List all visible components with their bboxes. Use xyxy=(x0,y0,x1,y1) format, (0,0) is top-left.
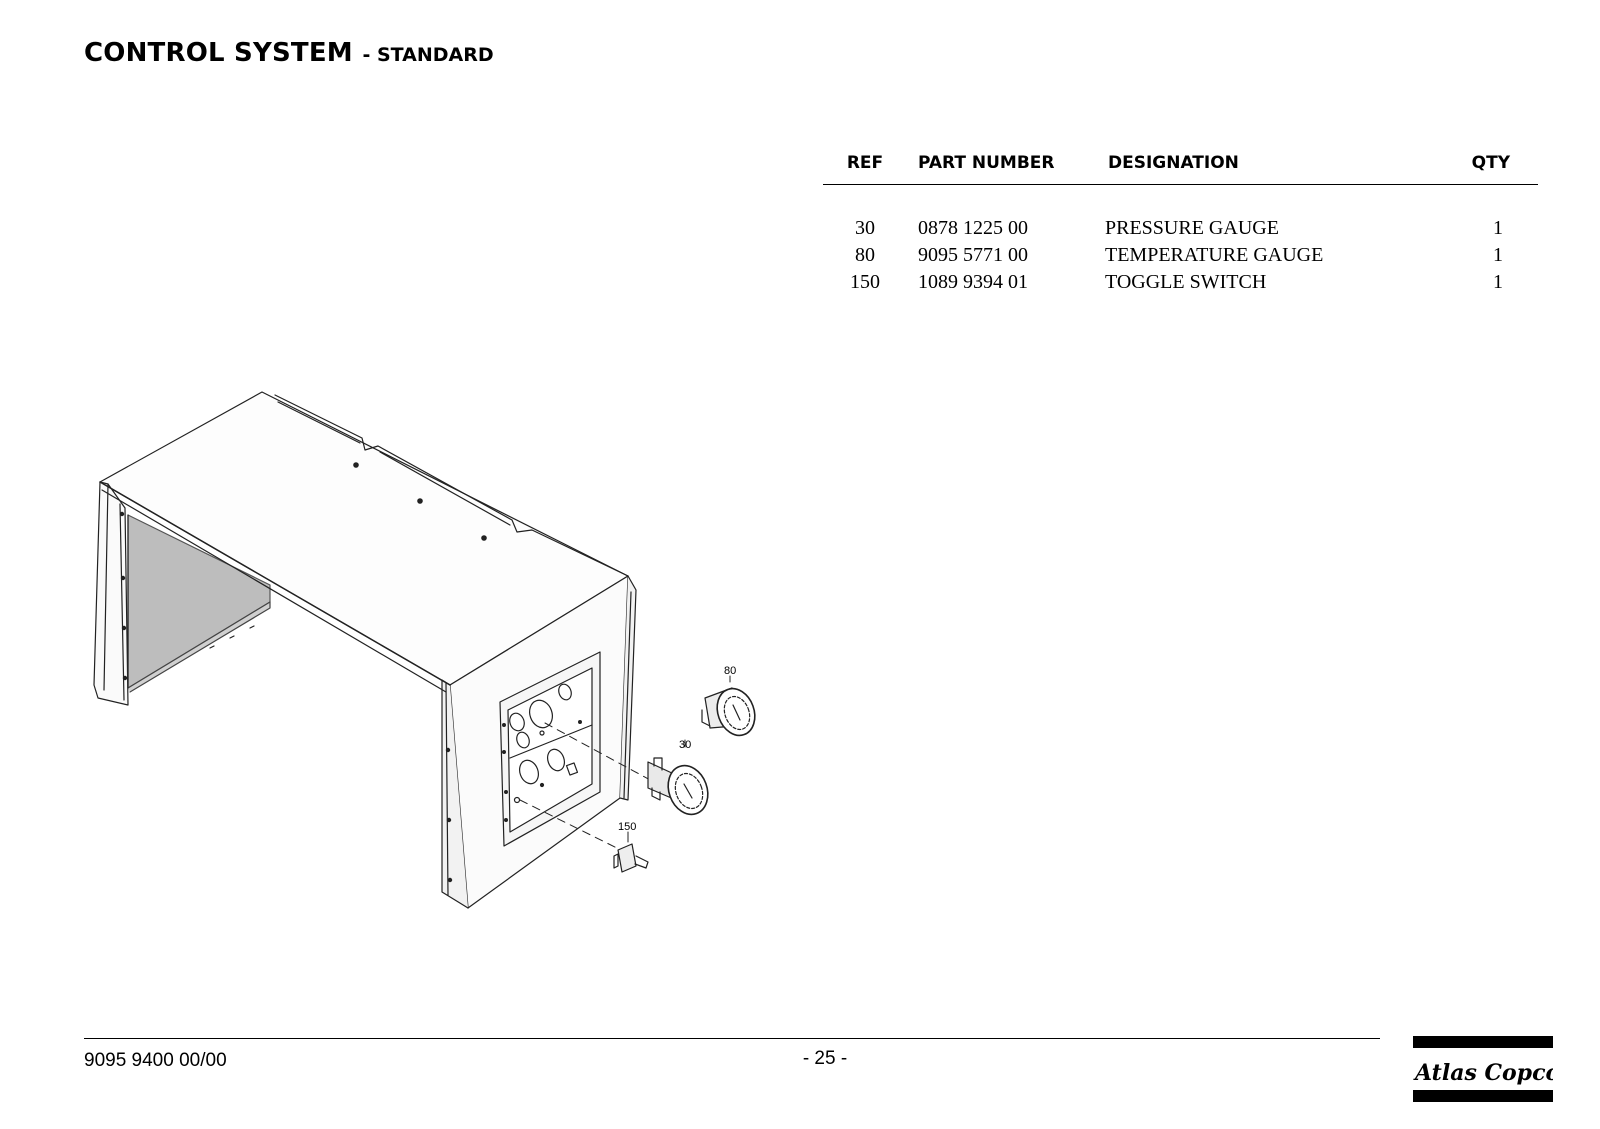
cell-designation: TEMPERATURE GAUGE xyxy=(1105,244,1324,266)
temperature-gauge-80 xyxy=(701,675,756,737)
cell-part-number: 0878 1225 00 xyxy=(918,217,1028,239)
table-row: 30 0878 1225 00 PRESSURE GAUGE 1 xyxy=(823,217,1538,244)
parts-table-body: 30 0878 1225 00 PRESSURE GAUGE 1 80 9095… xyxy=(823,217,1538,298)
page-title: CONTROL SYSTEM - STANDARD xyxy=(84,38,494,68)
toggle-switch-150 xyxy=(613,831,649,873)
page-number: - 25 - xyxy=(802,1048,848,1069)
instrument-panel xyxy=(499,651,601,847)
cell-ref: 80 xyxy=(855,244,875,266)
column-header-ref: REF xyxy=(846,153,884,173)
column-header-part-number: PART NUMBER xyxy=(918,153,1055,173)
parts-table: REF PART NUMBER DESIGNATION QTY 30 0878 … xyxy=(823,148,1538,298)
column-header-qty: QTY xyxy=(1471,153,1510,173)
parts-table-header: REF PART NUMBER DESIGNATION QTY xyxy=(823,148,1538,185)
canopy-housing xyxy=(93,391,637,909)
exploded-parts-drawing: 80 30 150 xyxy=(93,391,756,909)
exploded-leader-lines xyxy=(519,722,666,853)
logo-text: Atlas Copco xyxy=(1413,1060,1553,1086)
cell-part-number: 1089 9394 01 xyxy=(918,271,1028,293)
title-main: CONTROL SYSTEM xyxy=(84,38,353,68)
pressure-gauge-30 xyxy=(647,739,709,816)
cell-qty: 1 xyxy=(1493,217,1503,239)
atlas-copco-logo: Atlas Copco xyxy=(1413,1036,1553,1102)
document-number: 9095 9400 00/00 xyxy=(84,1050,227,1071)
cell-designation: TOGGLE SWITCH xyxy=(1105,271,1267,293)
cell-qty: 1 xyxy=(1493,244,1503,266)
table-row: 150 1089 9394 01 TOGGLE SWITCH 1 xyxy=(823,271,1538,298)
callout-label-80: 80 xyxy=(724,665,736,677)
callout-label-150: 150 xyxy=(618,821,636,833)
cell-ref: 30 xyxy=(855,217,875,239)
cell-ref: 150 xyxy=(850,271,880,293)
cell-qty: 1 xyxy=(1493,271,1503,293)
footer-rule xyxy=(84,1038,1380,1039)
column-header-designation: DESIGNATION xyxy=(1108,153,1239,173)
callout-label-30: 30 xyxy=(679,739,691,751)
title-subtitle: - STANDARD xyxy=(362,44,494,66)
table-row: 80 9095 5771 00 TEMPERATURE GAUGE 1 xyxy=(823,244,1538,271)
cell-designation: PRESSURE GAUGE xyxy=(1105,217,1279,239)
cell-part-number: 9095 5771 00 xyxy=(918,244,1028,266)
